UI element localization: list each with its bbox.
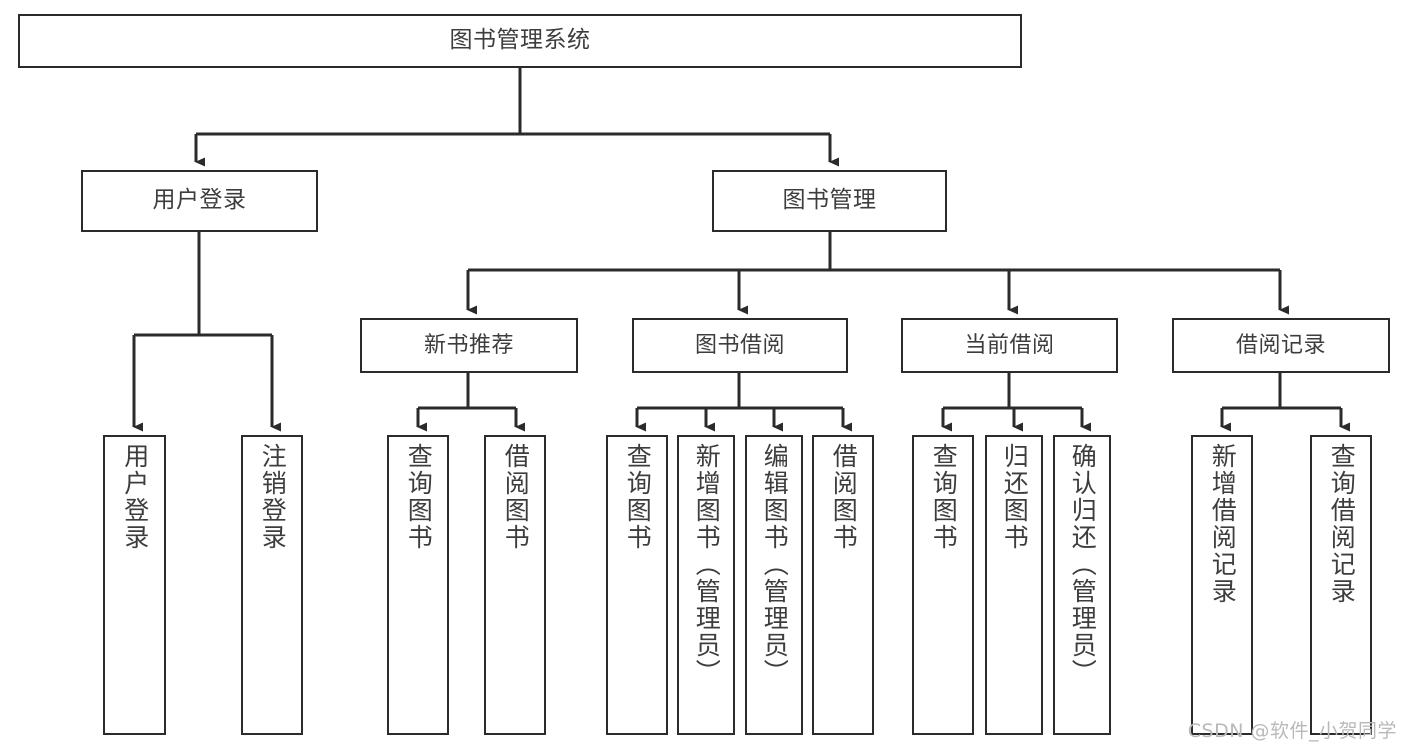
node-new-book-rec[interactable]: 新书推荐 [360,318,578,373]
node-leaf-add-book-label: 新增图书（管理员） [692,443,722,686]
node-root[interactable]: 图书管理系统 [18,14,1022,68]
node-leaf-query-book-2[interactable]: 查询图书 [606,435,668,735]
node-leaf-query-book-1-label: 查询图书 [404,443,434,551]
node-leaf-logout-label: 注销登录 [258,443,288,551]
node-leaf-query-book-2-label: 查询图书 [623,443,653,551]
node-leaf-confirm-return[interactable]: 确认归还（管理员） [1053,435,1111,735]
node-root-label: 图书管理系统 [449,27,591,54]
node-leaf-borrow-book-1-label: 借阅图书 [501,443,531,551]
node-leaf-logout[interactable]: 注销登录 [241,435,303,735]
node-leaf-add-record-label: 新增借阅记录 [1208,443,1238,605]
node-borrow-record[interactable]: 借阅记录 [1172,318,1390,373]
node-leaf-return-book[interactable]: 归还图书 [985,435,1043,735]
node-book-borrow[interactable]: 图书借阅 [632,318,848,373]
node-leaf-user-login-label: 用户登录 [120,443,150,551]
node-leaf-borrow-book-1[interactable]: 借阅图书 [484,435,546,735]
node-book-manage-label: 图书管理 [782,187,877,214]
node-leaf-add-book[interactable]: 新增图书（管理员） [677,435,735,735]
node-borrow-record-label: 借阅记录 [1235,332,1326,358]
node-leaf-borrow-book-2[interactable]: 借阅图书 [812,435,874,735]
csdn-watermark: CSDN @软件_小贺同学 [1187,720,1397,742]
node-book-manage[interactable]: 图书管理 [712,170,947,232]
node-user-login-label: 用户登录 [152,187,247,214]
node-leaf-edit-book[interactable]: 编辑图书（管理员） [745,435,803,735]
node-leaf-return-book-label: 归还图书 [1000,443,1030,551]
node-leaf-confirm-return-label: 确认归还（管理员） [1068,443,1098,686]
node-leaf-query-record-label: 查询借阅记录 [1327,443,1357,605]
node-leaf-query-record[interactable]: 查询借阅记录 [1310,435,1372,735]
node-current-borrow[interactable]: 当前借阅 [901,318,1118,373]
node-leaf-user-login[interactable]: 用户登录 [103,435,166,735]
node-leaf-borrow-book-2-label: 借阅图书 [829,443,859,551]
node-leaf-query-book-3[interactable]: 查询图书 [912,435,974,735]
node-leaf-edit-book-label: 编辑图书（管理员） [760,443,790,686]
node-new-book-rec-label: 新书推荐 [423,332,514,358]
node-book-borrow-label: 图书借阅 [694,332,785,358]
node-leaf-query-book-1[interactable]: 查询图书 [387,435,449,735]
node-user-login[interactable]: 用户登录 [81,170,318,232]
node-leaf-query-book-3-label: 查询图书 [929,443,959,551]
node-leaf-add-record[interactable]: 新增借阅记录 [1191,435,1253,735]
node-current-borrow-label: 当前借阅 [964,332,1055,358]
